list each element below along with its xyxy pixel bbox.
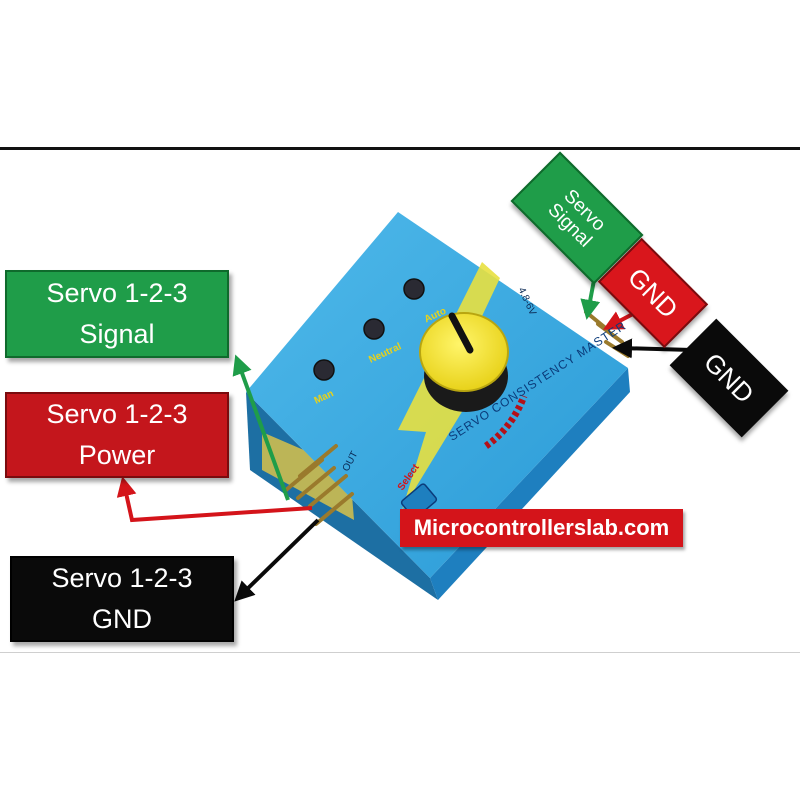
label-servo-power: Servo 1-2-3 Power — [5, 392, 229, 478]
label-servo-gnd-line1: Servo 1-2-3 — [51, 563, 193, 593]
arrow-servo-power — [116, 476, 313, 523]
output-pins — [284, 444, 354, 526]
led-neutral — [363, 318, 385, 340]
label-servo-gnd: Servo 1-2-3 GND — [10, 556, 234, 642]
arrow-input-gnd-black — [612, 338, 693, 359]
label-servo-power-line1: Servo 1-2-3 — [46, 399, 188, 429]
label-servo-signal: Servo 1-2-3 Signal — [5, 270, 229, 358]
arrow-servo-gnd — [234, 518, 320, 602]
led-auto — [403, 278, 425, 300]
knob-cap — [419, 312, 509, 392]
arrow-servo-signal — [232, 354, 290, 501]
label-servo-power-line2: Power — [78, 440, 156, 470]
top-divider — [0, 147, 800, 150]
label-servo-signal-line2: Signal — [79, 319, 155, 349]
bottom-divider — [0, 652, 800, 653]
label-servo-signal-line1: Servo 1-2-3 — [46, 278, 188, 308]
label-servo-gnd-line2: GND — [91, 604, 152, 634]
connector-pocket — [262, 432, 354, 520]
knob-scale — [483, 394, 528, 449]
knob-pointer — [448, 312, 474, 354]
website-banner: Microcontrollerslab.com — [400, 509, 683, 547]
led-man — [313, 359, 335, 381]
